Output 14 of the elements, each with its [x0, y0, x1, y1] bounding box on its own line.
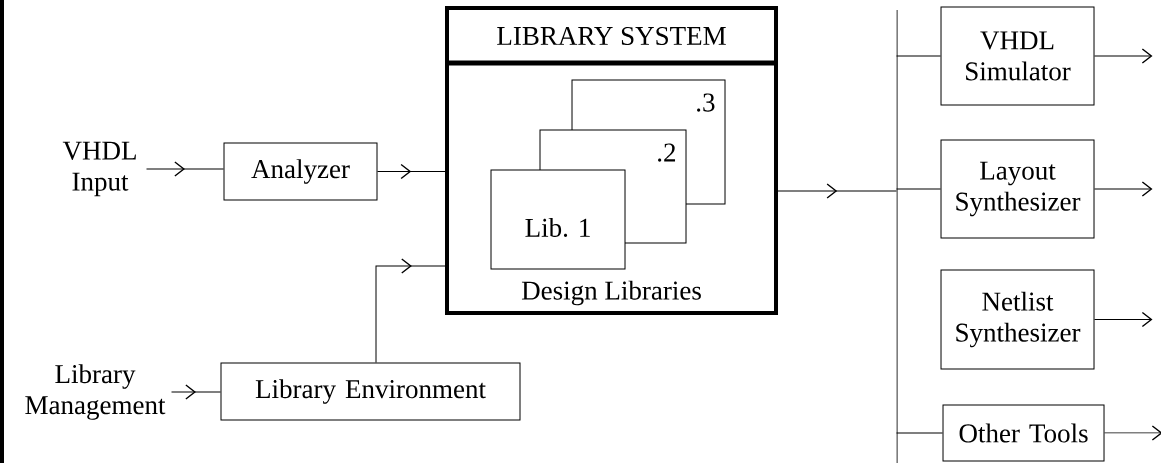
library-sheet: Lib. 1 [490, 169, 626, 270]
arrow [1094, 181, 1153, 197]
tool-box: Netlist Synthesizer [940, 269, 1095, 370]
arrow [1094, 311, 1153, 328]
input-label: Library Management [25, 364, 166, 420]
tool-box: Layout Synthesizer [940, 139, 1095, 239]
arrow [1104, 425, 1161, 441]
tool-box: VHDL Simulator [940, 6, 1095, 106]
arrow [1094, 48, 1153, 64]
input-label: VHDL Input [62, 141, 136, 197]
bus-line [896, 9, 898, 463]
tool-box: Other Tools [942, 404, 1105, 462]
process-box: Analyzer [223, 142, 378, 201]
process-box: Library Environment [220, 362, 521, 421]
